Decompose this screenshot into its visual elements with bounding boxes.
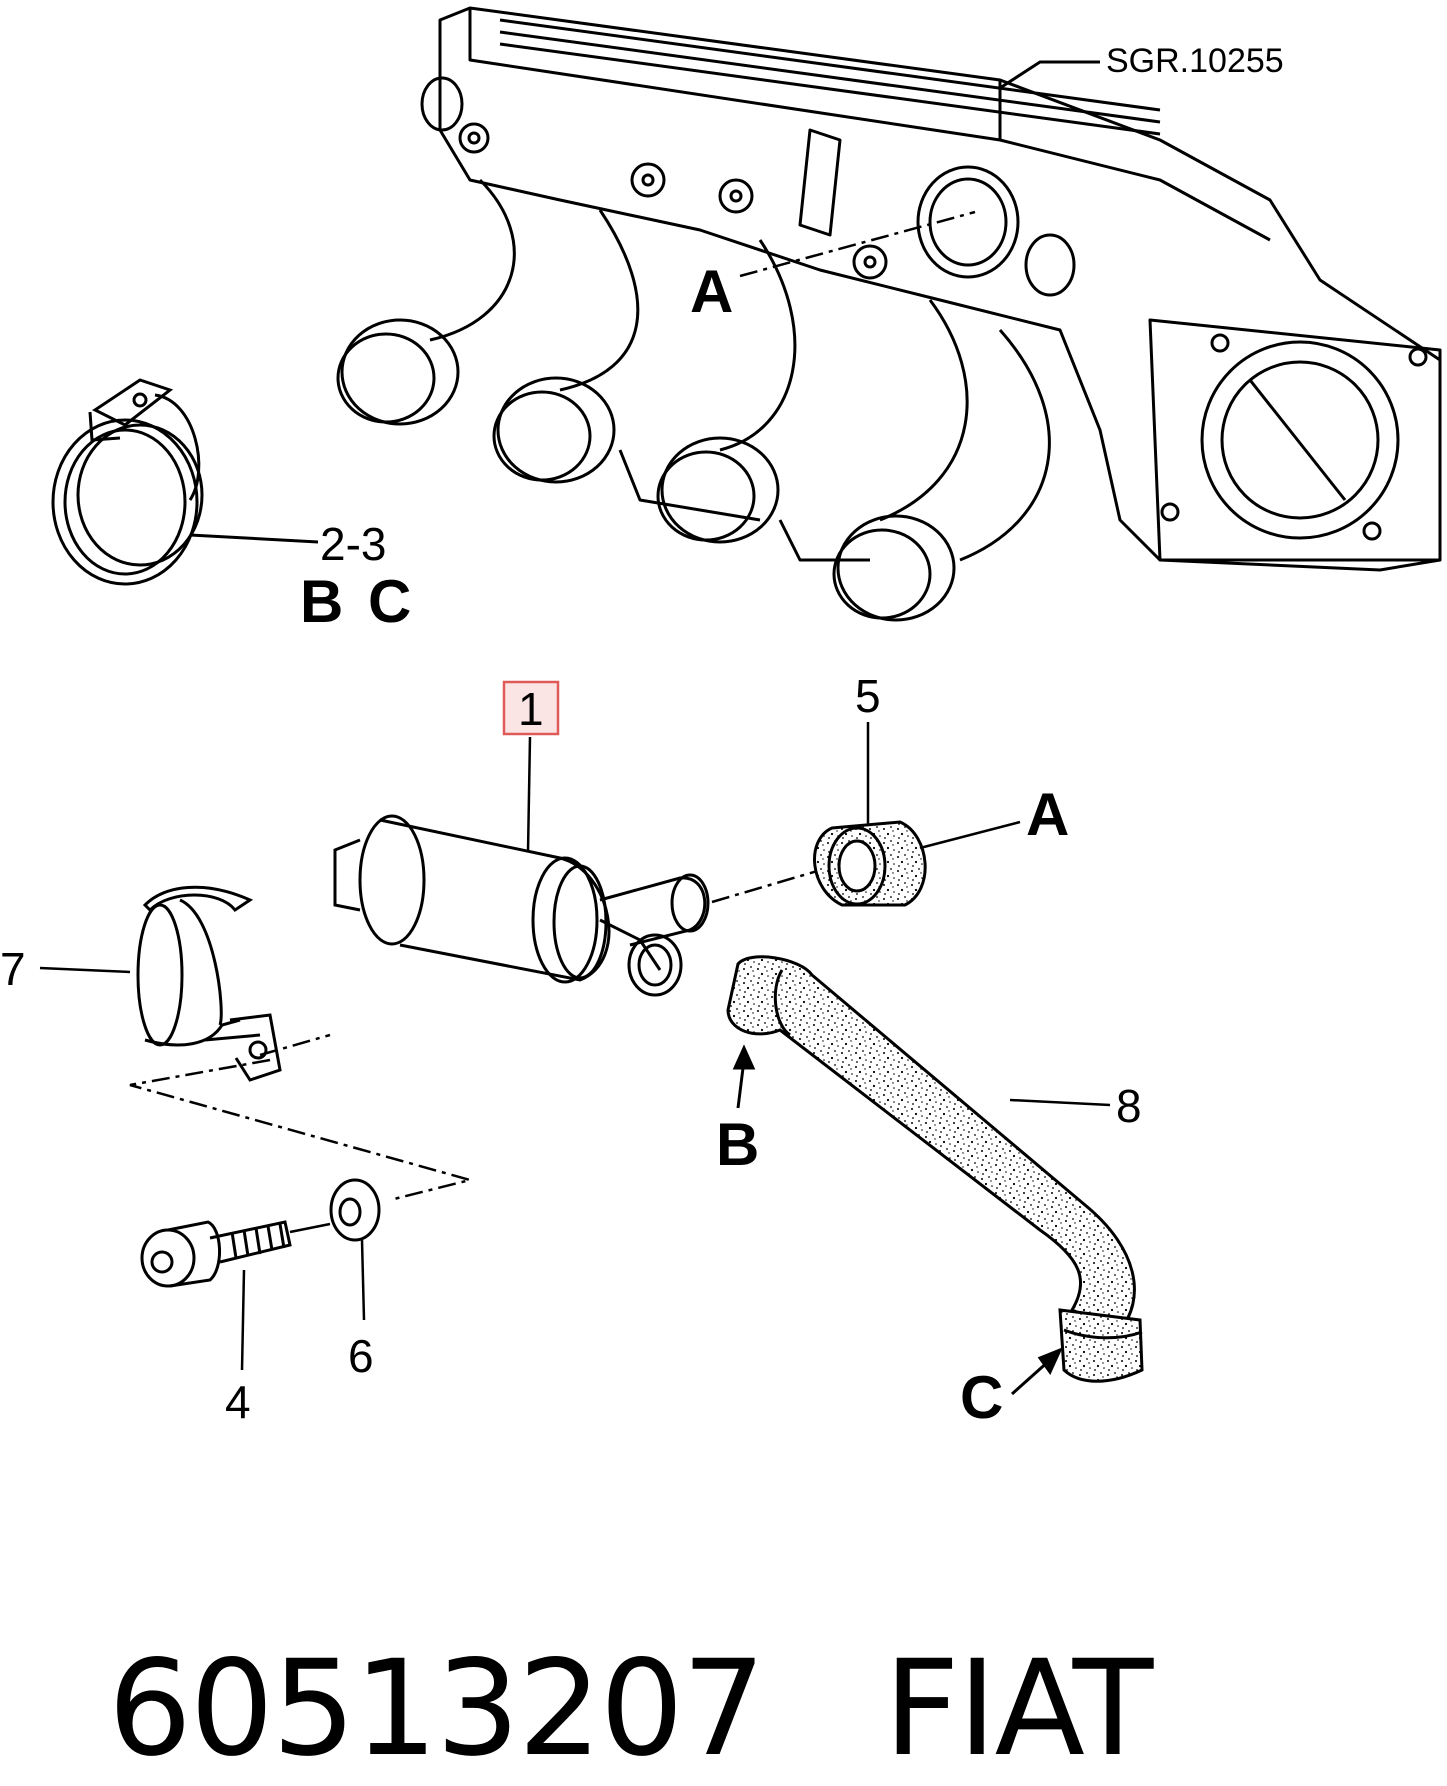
hose-arrow-b bbox=[732, 1044, 756, 1109]
reference-code: SGR.10255 bbox=[1106, 42, 1284, 80]
callout-6: 6 bbox=[348, 1330, 374, 1382]
callout-4: 4 bbox=[225, 1376, 251, 1428]
bushing-leader-a bbox=[919, 820, 1021, 850]
rubber-hose bbox=[726, 955, 1144, 1383]
callout-1: 1 bbox=[518, 683, 544, 735]
part-caption: 60513207 FIAT bbox=[28, 1478, 1154, 1786]
part-8-leader bbox=[1009, 1098, 1111, 1107]
idle-air-control-valve bbox=[333, 814, 710, 997]
part-number: 60513207 bbox=[107, 1632, 766, 1786]
clamp-connection-b: B bbox=[300, 568, 343, 635]
hose-clamp bbox=[51, 378, 204, 586]
bolt-to-washer-leader bbox=[289, 1222, 331, 1234]
hose-connection-c: C bbox=[960, 1364, 1003, 1431]
clamp-connection-c: C bbox=[368, 568, 411, 635]
part-1-leader bbox=[526, 736, 532, 853]
clamp-leader bbox=[189, 533, 319, 544]
hose-connection-b: B bbox=[716, 1111, 759, 1178]
callout-5: 5 bbox=[855, 670, 881, 722]
part-4-leader bbox=[240, 1269, 246, 1371]
bracket-bolt-leader bbox=[129, 1033, 475, 1202]
mounting-bracket bbox=[136, 885, 282, 1082]
manifold-connection-a: A bbox=[690, 258, 733, 325]
intake-manifold bbox=[336, 6, 1442, 622]
exploded-parts-diagram: SGR.10255 A 2-3 B C 1 5 A bbox=[0, 6, 1442, 1431]
rubber-bushing bbox=[813, 820, 927, 907]
callout-2-3: 2-3 bbox=[320, 518, 386, 570]
part-7-leader bbox=[39, 966, 131, 974]
part-6-leader bbox=[360, 1239, 366, 1321]
socket-head-bolt bbox=[140, 1220, 292, 1288]
part-1-highlight-box bbox=[502, 680, 560, 736]
callout-7: 7 bbox=[0, 943, 26, 995]
washer bbox=[329, 1178, 381, 1242]
brand-name: FIAT bbox=[883, 1632, 1154, 1786]
manifold-port-a-leader bbox=[739, 210, 976, 278]
callout-8: 8 bbox=[1116, 1080, 1142, 1132]
hose-arrow-c bbox=[1010, 1347, 1063, 1396]
reference-leader bbox=[999, 60, 1100, 90]
bushing-connection-a: A bbox=[1026, 781, 1069, 848]
